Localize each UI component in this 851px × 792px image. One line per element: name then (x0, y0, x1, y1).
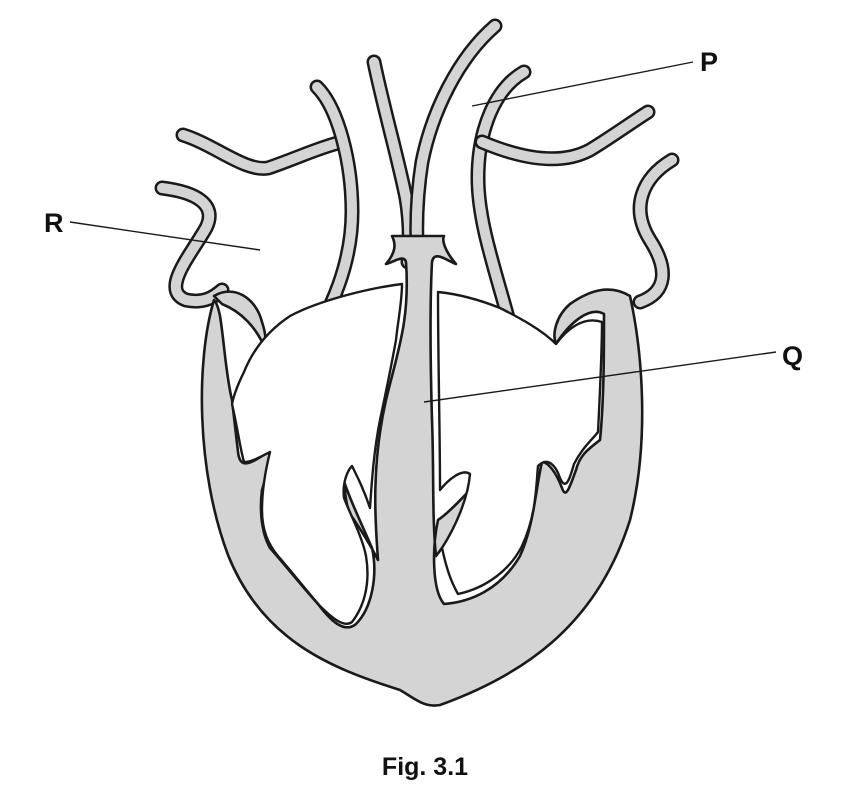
label-p: P (700, 47, 718, 77)
far-right-vessel (632, 152, 680, 310)
central-vessel-right (409, 18, 503, 270)
label-q: Q (782, 341, 803, 371)
vessels (154, 18, 680, 358)
upper-left-vessel (175, 127, 346, 176)
right-curved-vessel (470, 64, 532, 356)
far-left-vessel (154, 180, 230, 309)
left-ventricle-chamber (230, 282, 404, 625)
right-ventricle-chamber (436, 290, 604, 596)
figure-caption: Fig. 3.1 (382, 753, 468, 781)
leader-line-p (471, 61, 694, 107)
label-r: R (44, 208, 64, 238)
leader-line-q (423, 351, 777, 403)
upper-right-vessel (474, 104, 656, 167)
leader-line-r (69, 221, 261, 251)
central-vessel-left (366, 54, 417, 270)
